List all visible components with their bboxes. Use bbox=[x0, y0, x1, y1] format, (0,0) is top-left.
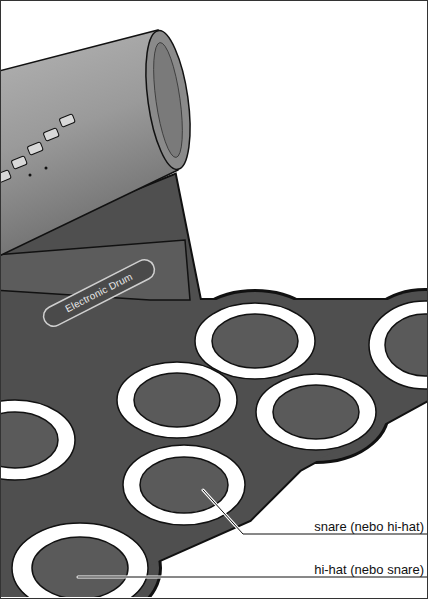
pad-body-outline bbox=[1, 175, 427, 597]
control-buttons bbox=[1, 114, 75, 184]
drum-pads bbox=[1, 301, 427, 597]
name-plate bbox=[40, 256, 158, 329]
drum-pad-device bbox=[1, 28, 427, 597]
callout-label: hi-hat (nebo snare) bbox=[314, 562, 424, 577]
speaker-cylinder bbox=[1, 28, 198, 300]
callout-label: snare (nebo hi-hat) bbox=[314, 519, 424, 534]
leader-lines bbox=[78, 490, 427, 577]
pad-body-fill bbox=[1, 175, 427, 597]
